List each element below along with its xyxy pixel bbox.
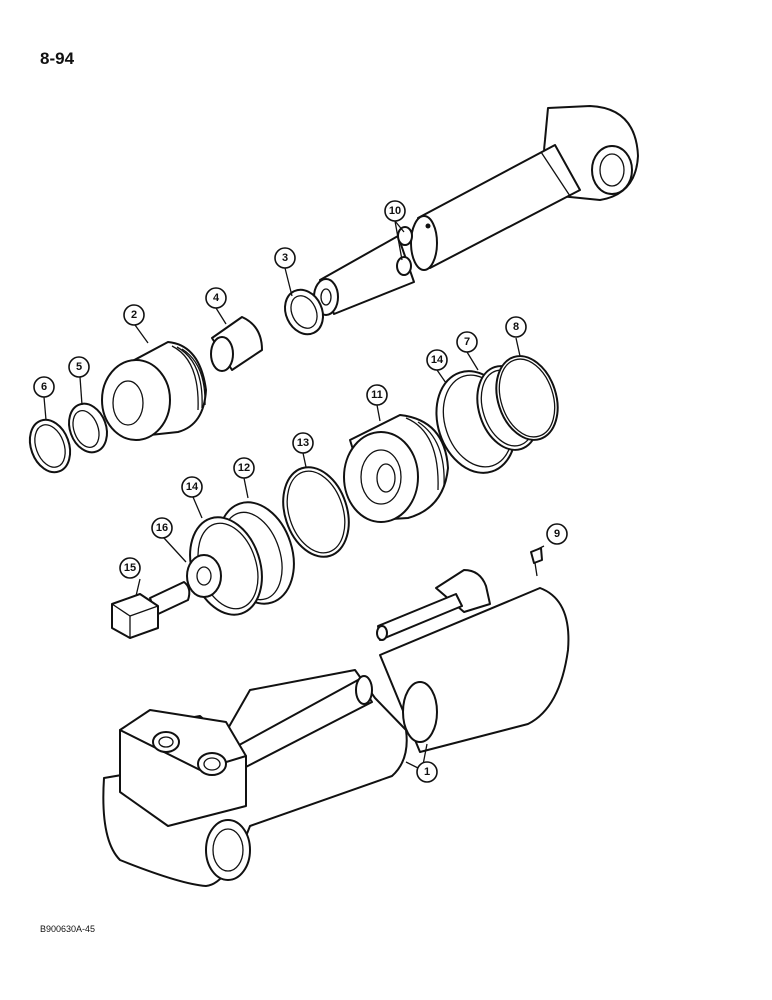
svg-text:15: 15: [124, 562, 136, 574]
svg-text:13: 13: [297, 437, 309, 449]
gland-2: [101, 341, 207, 441]
leader-lines: [43, 220, 545, 771]
piston-rod: [313, 105, 639, 316]
fitting-9: [530, 547, 543, 577]
callout-15: 15: [119, 557, 141, 579]
washer-16: [186, 554, 222, 598]
callout-3: 3: [274, 247, 296, 269]
svg-text:6: 6: [41, 381, 47, 393]
callout-4: 4: [205, 287, 227, 309]
callout-9: 9: [546, 523, 568, 545]
svg-text:5: 5: [76, 361, 82, 373]
figure-code: B900630A-45: [40, 924, 96, 934]
svg-text:2: 2: [131, 309, 137, 321]
svg-text:14: 14: [431, 354, 444, 366]
cylinder-barrel-1: [102, 569, 570, 887]
callout-2: 2: [123, 304, 145, 326]
callout-12: 12: [233, 457, 255, 479]
bushing-4: [210, 316, 263, 372]
callout-16: 16: [151, 517, 173, 539]
svg-text:11: 11: [371, 389, 383, 401]
callout-14-left: 14: [181, 476, 203, 498]
ring-13: [282, 466, 350, 558]
svg-text:1: 1: [424, 766, 430, 778]
callout-13: 13: [292, 432, 314, 454]
svg-text:10: 10: [389, 205, 401, 217]
ring-8: [495, 355, 559, 441]
svg-text:9: 9: [554, 528, 560, 540]
svg-text:16: 16: [156, 522, 168, 534]
svg-text:8: 8: [513, 321, 519, 333]
piston-11: [343, 414, 449, 523]
callout-6: 6: [33, 376, 55, 398]
callout-10: 10: [384, 200, 406, 222]
callout-5: 5: [68, 356, 90, 378]
callout-11: 11: [366, 384, 388, 406]
svg-text:14: 14: [186, 481, 199, 493]
callout-14-right: 14: [426, 349, 448, 371]
page-number: 8-94: [40, 49, 75, 68]
bolt-15: [111, 581, 191, 639]
callout-7: 7: [456, 331, 478, 353]
callout-1: 1: [416, 761, 438, 783]
svg-text:4: 4: [213, 292, 220, 304]
svg-text:12: 12: [238, 462, 250, 474]
ring-3: [284, 288, 324, 336]
svg-text:7: 7: [464, 336, 470, 348]
wiper-5: [68, 402, 108, 454]
ring-6: [28, 418, 72, 474]
svg-text:3: 3: [282, 252, 288, 264]
callout-8: 8: [505, 316, 527, 338]
